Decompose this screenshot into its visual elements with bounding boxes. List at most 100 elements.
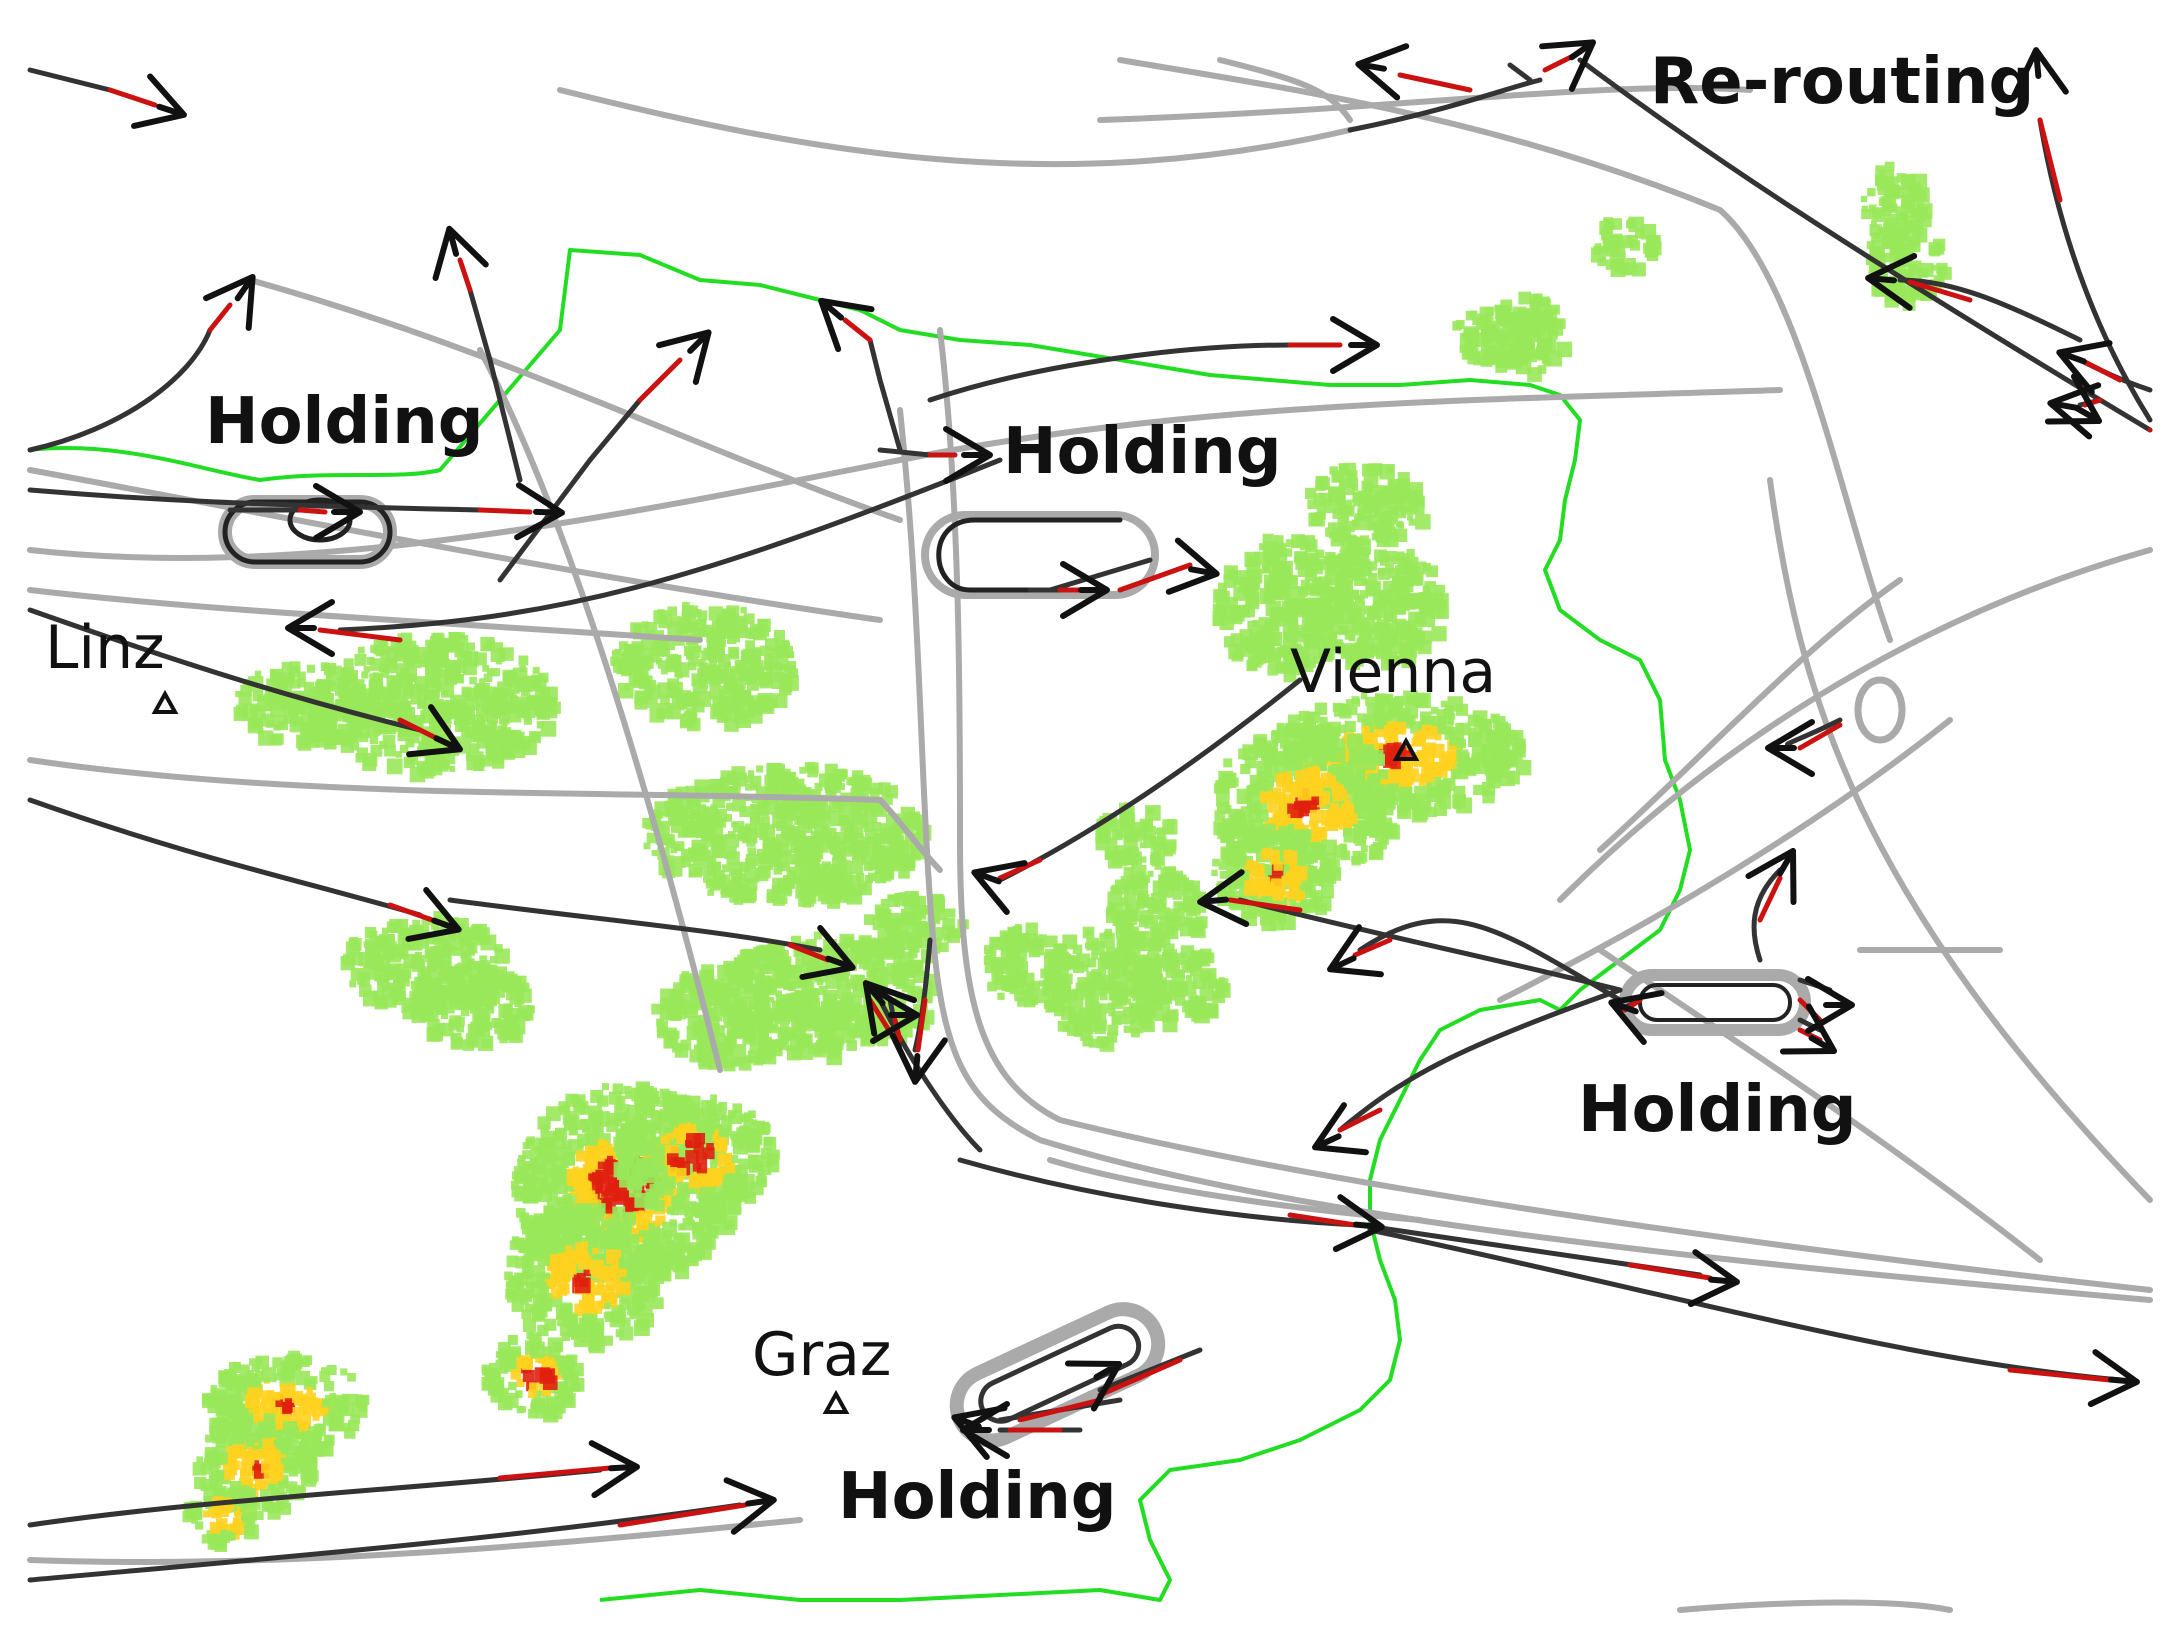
weather-cell <box>1406 548 1415 558</box>
weather-cell <box>1293 557 1301 564</box>
weather-cell <box>1309 809 1324 824</box>
weather-cell <box>407 715 418 726</box>
weather-cell <box>1091 941 1105 956</box>
weather-cell <box>1333 738 1345 751</box>
weather-cell <box>1331 619 1338 626</box>
weather-cell <box>1337 724 1347 734</box>
weather-cell <box>1335 569 1345 579</box>
weather-cell <box>1300 880 1312 892</box>
weather-cell <box>1199 986 1214 1002</box>
weather-cell <box>1533 293 1543 303</box>
weather-cell <box>1117 940 1133 957</box>
weather-cell <box>732 798 746 812</box>
weather-cell <box>1226 836 1235 846</box>
weather-cell <box>499 1034 508 1044</box>
weather-cell <box>1141 958 1151 967</box>
weather-cell <box>1182 885 1199 901</box>
weather-cell <box>1498 311 1510 323</box>
weather-cell <box>685 651 695 660</box>
weather-cell <box>1099 1003 1110 1014</box>
weather-cell <box>616 1103 623 1111</box>
weather-cell <box>384 744 396 757</box>
weather-cell <box>1537 365 1547 374</box>
weather-cell <box>1227 827 1236 836</box>
weather-cell <box>1508 750 1518 760</box>
weather-cell <box>1305 487 1317 499</box>
weather-cell <box>400 930 409 940</box>
weather-cell <box>1094 1022 1106 1035</box>
weather-cell <box>507 977 517 987</box>
weather-cell <box>452 940 464 951</box>
weather-cell <box>1484 748 1497 761</box>
weather-cell <box>1244 636 1260 652</box>
weather-cell <box>1090 972 1102 984</box>
weather-cell <box>1285 870 1295 880</box>
weather-cell <box>595 1253 607 1266</box>
weather-cell <box>645 684 661 700</box>
weather-cell <box>861 1031 873 1043</box>
weather-cell <box>421 916 431 926</box>
weather-cell <box>697 658 706 667</box>
weather-cell <box>363 966 377 980</box>
weather-cell <box>1080 1029 1092 1041</box>
weather-cell <box>1140 990 1150 999</box>
weather-cell <box>826 1049 843 1066</box>
weather-cell <box>720 1004 732 1017</box>
weather-cell <box>597 1095 609 1107</box>
weather-cell <box>739 861 750 873</box>
weather-cell <box>1166 991 1177 1001</box>
weather-cell <box>1216 823 1229 836</box>
weather-cell <box>1346 538 1356 547</box>
weather-cell <box>1141 942 1151 952</box>
weather-cell <box>853 799 865 810</box>
weather-cell <box>852 774 861 784</box>
weather-cell <box>1310 561 1323 575</box>
weather-cell <box>1332 639 1342 648</box>
weather-cell <box>1240 763 1251 775</box>
weather-cell <box>1311 584 1320 593</box>
weather-cell <box>661 667 668 675</box>
weather-cell <box>745 857 756 869</box>
weather-cell <box>419 660 426 668</box>
weather-cell <box>784 772 797 784</box>
weather-cell <box>478 995 487 1004</box>
weather-cell <box>903 812 918 827</box>
weather-cell <box>1361 718 1372 729</box>
weather-cell <box>379 740 388 750</box>
weather-cell <box>448 704 463 718</box>
weather-cell <box>895 851 907 863</box>
weather-cell <box>456 634 469 647</box>
weather-cell <box>814 782 823 791</box>
weather-cell <box>826 781 838 793</box>
weather-cell <box>499 1028 509 1037</box>
weather-cell <box>1261 653 1272 664</box>
weather-cell <box>611 650 623 661</box>
weather-cell <box>378 662 389 673</box>
weather-cell <box>743 613 755 625</box>
weather-cell <box>1386 522 1395 531</box>
weather-cell <box>1506 352 1523 368</box>
weather-cell <box>1277 915 1287 924</box>
weather-cell <box>1414 490 1422 498</box>
weather-cell <box>1480 354 1493 367</box>
weather-cell <box>377 981 388 992</box>
weather-cell <box>1473 784 1484 795</box>
weather-cell <box>1130 971 1141 982</box>
weather-cell <box>710 704 726 720</box>
weather-cell <box>478 969 492 982</box>
weather-cell <box>1263 574 1278 589</box>
weather-cell <box>1163 979 1177 993</box>
weather-cell <box>1316 629 1327 640</box>
weather-cell <box>1093 984 1106 997</box>
weather-cell <box>898 961 907 970</box>
weather-cell <box>764 957 779 971</box>
weather-cell <box>1512 730 1524 741</box>
weather-cell <box>818 985 828 995</box>
weather-cell <box>1078 961 1085 968</box>
weather-cell <box>397 970 410 982</box>
weather-cell <box>1520 344 1535 359</box>
weather-cell <box>1382 623 1394 634</box>
weather-cell <box>1358 837 1366 844</box>
weather-cell <box>1316 504 1326 514</box>
weather-cell <box>1324 498 1339 514</box>
